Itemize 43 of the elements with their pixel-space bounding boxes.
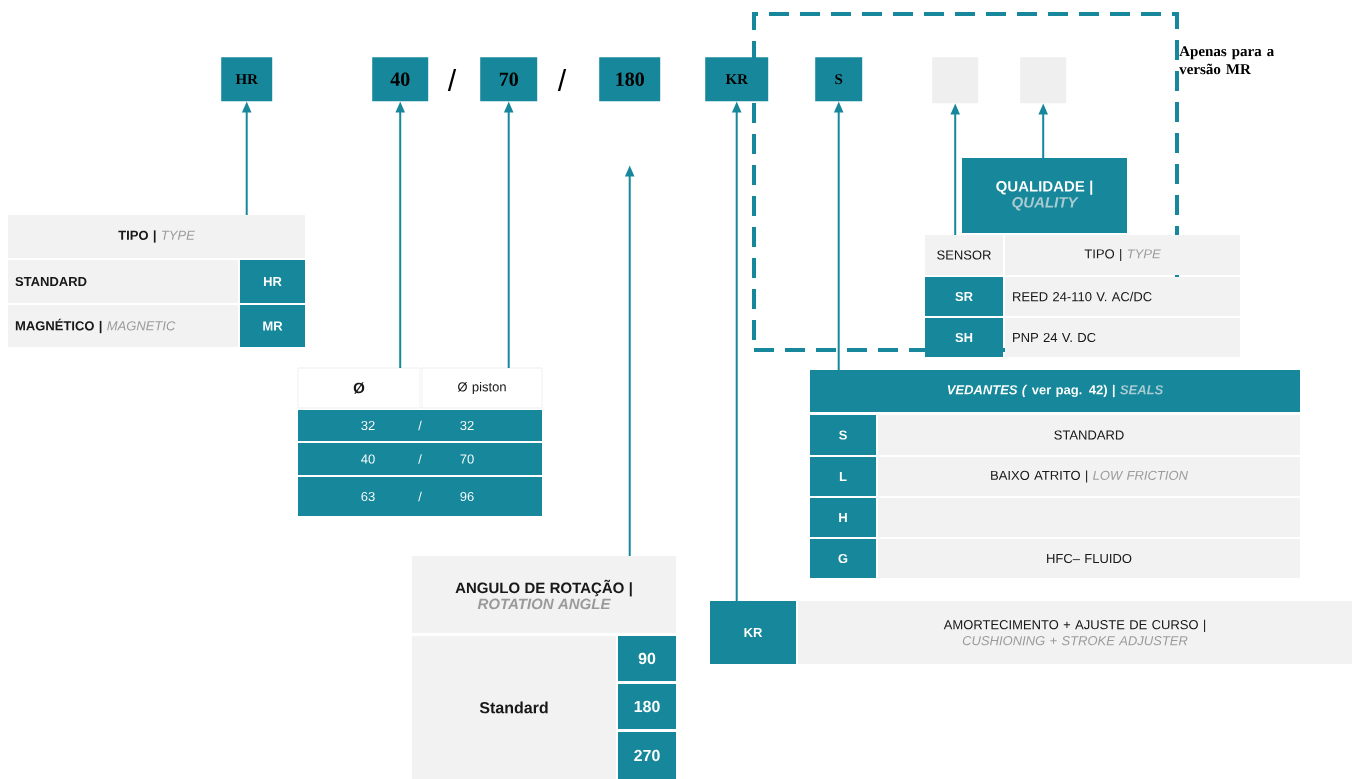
slash-text: / — [447, 69, 457, 91]
table-cell: Standard — [412, 636, 616, 779]
code-box: KR — [705, 57, 769, 102]
table-cell: TIPO | TYPE — [1005, 235, 1240, 275]
header-cell: VEDANTES ( ver pag. 42) | SEALS — [810, 370, 1300, 412]
code-cell: 90 — [618, 636, 676, 681]
code-box: 70 — [480, 57, 538, 102]
code-cell: KR — [710, 601, 796, 664]
header-cell: Ø — [297, 367, 421, 409]
table-cell: AMORTECIMENTO + AJUSTE DE CURSO | CUSHIONING + STROKE ADJUSTER — [798, 601, 1352, 664]
code-cell: 180 — [618, 684, 676, 729]
code-cell: SH — [925, 318, 1003, 357]
code-cell: MR — [240, 305, 305, 347]
code-cell: G — [810, 539, 876, 578]
header-cell: QUALIDADE | QUALITY — [962, 158, 1127, 233]
table-cell: REED 24-110 V. AC/DC — [1005, 277, 1240, 316]
code-box: S — [815, 57, 863, 102]
table-row: 32 / 32 — [298, 410, 542, 441]
slash-text: / — [557, 69, 567, 91]
table-cell: MAGNÉTICO | MAGNETIC — [8, 305, 238, 347]
table-cell: SENSOR — [925, 235, 1003, 275]
table-cell: STANDARD — [878, 415, 1300, 455]
code-box: 180 — [599, 57, 661, 102]
table-row: 63 / 96 — [298, 477, 542, 516]
code-cell: SR — [925, 277, 1003, 316]
table-cell: STANDARD — [8, 260, 238, 303]
blank-box — [1020, 57, 1067, 104]
code-cell: L — [810, 457, 876, 496]
code-cell: S — [810, 415, 876, 455]
table-cell: BAIXO ATRITO | LOW FRICTION — [878, 457, 1300, 496]
note-text: Apenas para a versão MR — [1179, 46, 1274, 75]
table-row: 40 / 70 — [298, 443, 542, 475]
table-cell: PNP 24 V. DC — [1005, 318, 1240, 357]
code-cell: HR — [240, 260, 305, 303]
header-cell: TIPO | TYPE — [8, 215, 305, 258]
code-cell: H — [810, 498, 876, 537]
header-cell: ANGULO DE ROTAÇÃO | ROTATION ANGLE — [412, 556, 676, 633]
blank-box — [932, 57, 979, 104]
code-cell: 270 — [618, 732, 676, 779]
header-cell: Ø piston — [421, 367, 543, 409]
table-cell: HFC– FLUIDO — [878, 539, 1300, 578]
code-box: HR — [221, 57, 273, 102]
code-box: 40 — [372, 57, 429, 102]
